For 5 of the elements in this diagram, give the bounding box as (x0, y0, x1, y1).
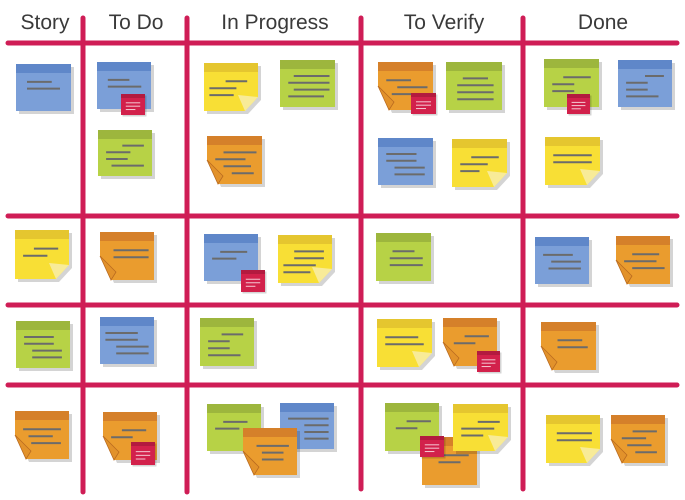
column-header: To Verify (404, 10, 484, 36)
column-header: In Progress (221, 10, 329, 36)
column-header: To Do (108, 10, 164, 36)
column-header: Done (578, 10, 628, 36)
column-header: Story (20, 10, 70, 36)
